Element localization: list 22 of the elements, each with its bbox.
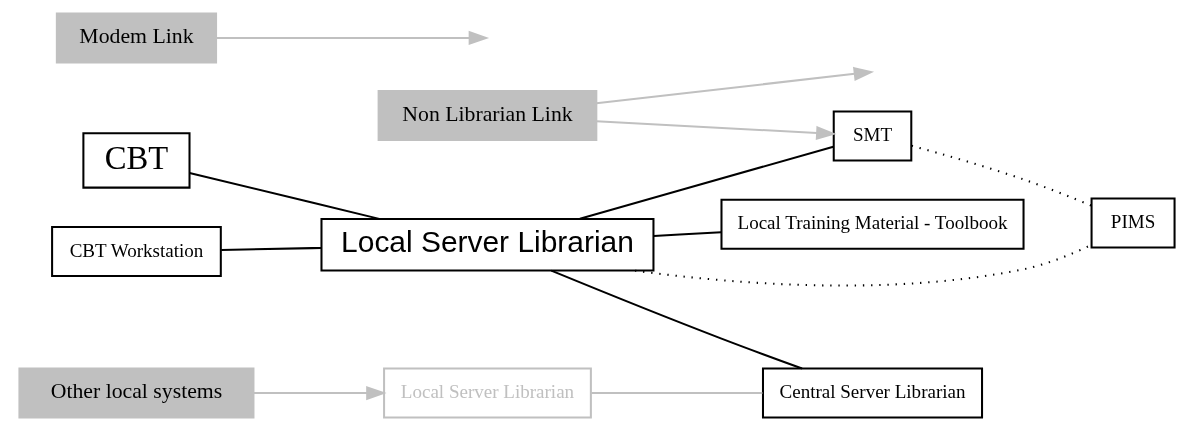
arrow xyxy=(253,385,387,401)
node-box: Local Training Material - Toolbook xyxy=(720,198,1025,250)
node-box: Modem Link xyxy=(55,12,218,64)
node-box: SMT xyxy=(832,110,913,162)
connector xyxy=(653,231,722,237)
connector xyxy=(591,392,763,395)
node-box: Local Server Librarian xyxy=(320,217,655,272)
node-box: Other local systems xyxy=(18,367,255,419)
connector xyxy=(911,144,1092,207)
connector xyxy=(189,171,380,220)
connector xyxy=(579,145,834,220)
node-box: PIMS xyxy=(1090,197,1176,249)
node-box: CBT xyxy=(82,132,191,189)
node-box: Non Librarian Link xyxy=(377,90,598,141)
node-box: CBT Workstation xyxy=(51,226,222,278)
node-box: Central Server Librarian xyxy=(761,367,984,419)
arrow xyxy=(596,120,837,141)
arrow xyxy=(216,30,490,46)
node-box: Local Server Librarian xyxy=(383,367,592,419)
arrow xyxy=(596,66,875,105)
connector xyxy=(550,269,803,370)
connector xyxy=(221,246,322,251)
